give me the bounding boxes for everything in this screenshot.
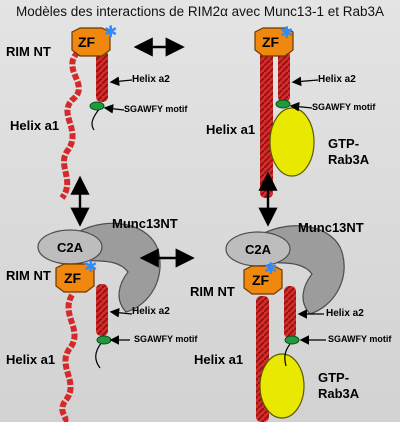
munc13nt-label: Munc13NT [112, 216, 178, 231]
star-icon: ✱ [264, 259, 277, 278]
helix-a2 [96, 284, 108, 336]
panel-top-right: ✱ [254, 23, 319, 198]
helix-a1 [59, 49, 82, 200]
sgawfy-motif [275, 99, 291, 109]
panel-top-left: ✱ [59, 22, 133, 200]
rim-nt-label: RIM NT [6, 44, 51, 59]
gtp-label: GTP- [318, 370, 350, 385]
helix-a1-label: Helix a1 [6, 352, 56, 367]
zf-domain [71, 27, 111, 57]
helix-a2-label: Helix a2 [318, 74, 356, 85]
c2a-label: C2A [56, 240, 84, 255]
rab3a-protein [259, 353, 305, 419]
helix-a1 [260, 48, 273, 198]
pointer-arrow-icon [291, 76, 319, 87]
helix-a1-label: Helix a1 [206, 122, 256, 137]
motif-label: SGAWFY motif [312, 102, 376, 112]
sgawfy-motif [89, 101, 105, 111]
zf-label: ZF [262, 34, 280, 50]
pointer-arrow-icon [109, 76, 133, 87]
star-icon: ✱ [84, 257, 97, 276]
rab3a-label: Rab3A [328, 152, 370, 167]
rim-nt-label: RIM NT [6, 268, 51, 283]
motif-label: SGAWFY motif [124, 104, 188, 114]
pointer-arrow-icon [109, 307, 133, 318]
motif-label: SGAWFY motif [134, 334, 198, 344]
motif-label: SGAWFY motif [328, 334, 392, 344]
rim-nt-label: RIM NT [190, 284, 235, 299]
panel-bottom-left: ✱ [37, 222, 161, 422]
linker [284, 343, 291, 367]
sgawfy-motif [284, 335, 300, 345]
helix-a2 [96, 50, 108, 102]
munc13nt-label: Munc13NT [298, 220, 364, 235]
rab3a-label: Rab3A [318, 386, 360, 401]
pointer-arrow-icon [289, 101, 313, 112]
zf-label: ZF [64, 270, 82, 286]
helix-a2-label: Helix a2 [132, 74, 170, 85]
linker [95, 341, 103, 369]
zf-label: ZF [252, 272, 270, 288]
figure-title: Modèles des interactions de RIM2α avec M… [16, 4, 384, 19]
star-icon: ✱ [280, 23, 293, 42]
c2a-label: C2A [244, 242, 272, 257]
pointer-arrow-icon [103, 104, 125, 114]
zf-domain [243, 265, 283, 295]
star-icon: ✱ [104, 22, 117, 41]
zf-label: ZF [78, 34, 96, 50]
helix-a2-label: Helix a2 [132, 306, 170, 317]
sgawfy-motif [96, 335, 112, 345]
helix-a2 [278, 50, 290, 102]
zf-domain [55, 263, 95, 293]
helix-a2-label: Helix a2 [326, 308, 364, 319]
zf-domain [254, 27, 294, 57]
rab3a-protein [269, 107, 315, 177]
helix-a2 [284, 286, 296, 338]
panel-bottom-right: ✱ [225, 225, 345, 422]
helix-a1 [59, 293, 78, 422]
gtp-label: GTP- [328, 136, 360, 151]
helix-a1-label: Helix a1 [10, 118, 60, 133]
helix-a1-label: Helix a1 [194, 352, 244, 367]
linker [91, 107, 101, 131]
